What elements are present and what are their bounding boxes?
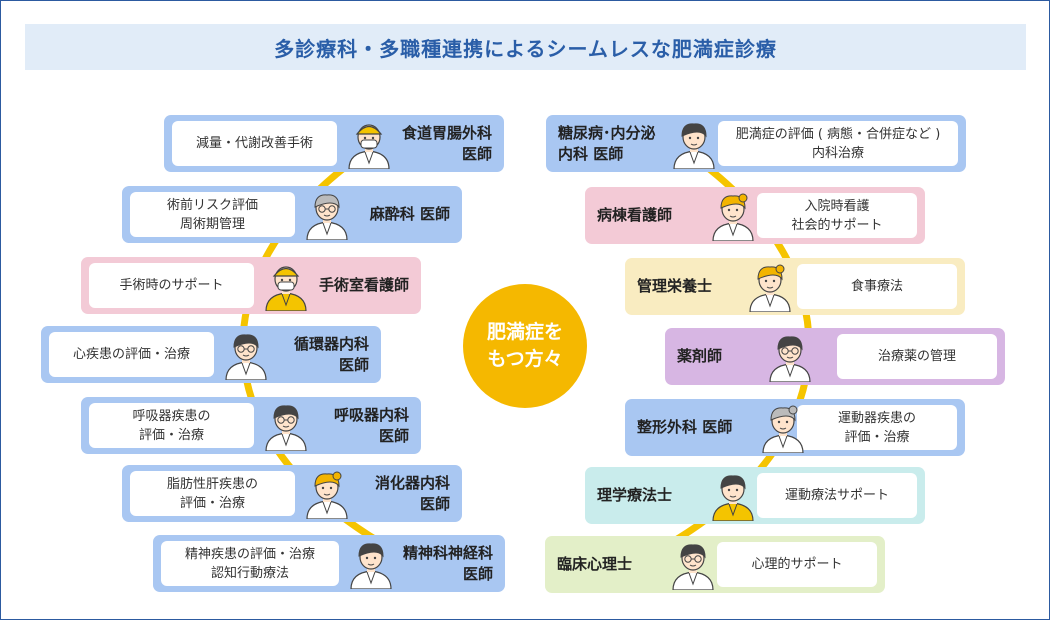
right-role-box: 運動療法サポート 理学療法士 — [585, 467, 925, 524]
role-label: 管理栄養士 — [637, 277, 713, 295]
center-circle: 肥満症を もつ方々 — [463, 284, 587, 408]
role-description: 肥満症の評価 ( 病態・合併症など ) 内科治療 — [718, 121, 958, 166]
role-description: 治療薬の管理 — [837, 334, 997, 379]
role-label: 呼吸器内科 医師 — [333, 405, 409, 445]
gastroenterologist-avatar-icon — [303, 467, 351, 523]
right-role-box: 運動器疾患の 評価・治療 整形外科 医師 — [625, 399, 965, 456]
role-label: 薬剤師 — [677, 347, 723, 365]
surgeon-avatar-icon — [345, 117, 393, 173]
endocrinologist-avatar-icon — [670, 117, 718, 173]
diagram-title: 多診療科・多職種連携によるシームレスな肥満症診療 — [274, 36, 777, 61]
or-nurse-avatar-icon — [262, 259, 310, 315]
role-description: 食事療法 — [797, 264, 957, 309]
role-label: 精神科神経科 医師 — [402, 543, 493, 583]
role-label: 消化器内科 医師 — [374, 473, 450, 513]
role-description: 運動療法サポート — [757, 473, 917, 518]
right-role-box: 治療薬の管理 薬剤師 — [665, 328, 1005, 385]
role-label: 手術室看護師 — [318, 276, 409, 294]
orthopedist-avatar-icon — [759, 401, 807, 457]
right-role-box: 心理的サポート 臨床心理士 — [545, 536, 885, 593]
role-label: 食道胃腸外科 医師 — [401, 123, 492, 163]
dietitian-avatar-icon — [739, 260, 801, 316]
role-description: 心疾患の評価・治療 — [49, 332, 214, 377]
cardiologist-avatar-icon — [222, 328, 270, 384]
role-label: 循環器内科 医師 — [293, 334, 369, 374]
role-description: 入院時看護 社会的サポート — [757, 193, 917, 238]
left-role-box: 術前リスク評価 周術期管理 麻酔科 医師 — [122, 186, 462, 243]
role-label: 糖尿病･内分泌 内科 医師 — [558, 123, 656, 163]
anesthesiologist-avatar-icon — [303, 188, 351, 244]
ward-nurse-avatar-icon — [709, 189, 757, 245]
role-description: 運動器疾患の 評価・治療 — [797, 405, 957, 450]
role-label: 病棟看護師 — [597, 206, 673, 224]
role-description: 呼吸器疾患の 評価・治療 — [89, 403, 254, 448]
right-role-box: 肥満症の評価 ( 病態・合併症など ) 内科治療 糖尿病･内分泌 内科 医師 — [546, 115, 966, 172]
left-role-box: 脂肪性肝疾患の 評価・治療 消化器内科 医師 — [122, 465, 462, 522]
role-description: 減量・代謝改善手術 — [172, 121, 337, 166]
left-role-box: 呼吸器疾患の 評価・治療 呼吸器内科 医師 — [81, 397, 421, 454]
psychiatrist-avatar-icon — [347, 537, 395, 593]
left-role-box: 減量・代謝改善手術 食道胃腸外科 医師 — [164, 115, 504, 172]
role-label: 臨床心理士 — [557, 555, 633, 573]
psychologist-avatar-icon — [669, 538, 717, 594]
title-banner: 多診療科・多職種連携によるシームレスな肥満症診療 — [25, 24, 1026, 70]
pharmacist-avatar-icon — [759, 330, 821, 386]
role-label: 麻酔科 医師 — [369, 205, 450, 223]
role-description: 脂肪性肝疾患の 評価・治療 — [130, 471, 295, 516]
left-role-box: 精神疾患の評価・治療 認知行動療法 精神科神経科 医師 — [153, 535, 505, 592]
right-role-box: 入院時看護 社会的サポート 病棟看護師 — [585, 187, 925, 244]
left-role-box: 手術時のサポート 手術室看護師 — [81, 257, 421, 314]
pulmonologist-avatar-icon — [262, 399, 310, 455]
role-description: 手術時のサポート — [89, 263, 254, 308]
left-role-box: 心疾患の評価・治療 循環器内科 医師 — [41, 326, 381, 383]
role-label: 整形外科 医師 — [637, 418, 733, 436]
role-description: 精神疾患の評価・治療 認知行動療法 — [161, 541, 339, 586]
right-role-box: 食事療法 管理栄養士 — [625, 258, 965, 315]
role-description: 術前リスク評価 周術期管理 — [130, 192, 295, 237]
role-label: 理学療法士 — [597, 486, 673, 504]
role-description: 心理的サポート — [717, 542, 877, 587]
center-label: 肥満症を もつ方々 — [486, 321, 563, 370]
physical-therapist-avatar-icon — [709, 469, 757, 525]
